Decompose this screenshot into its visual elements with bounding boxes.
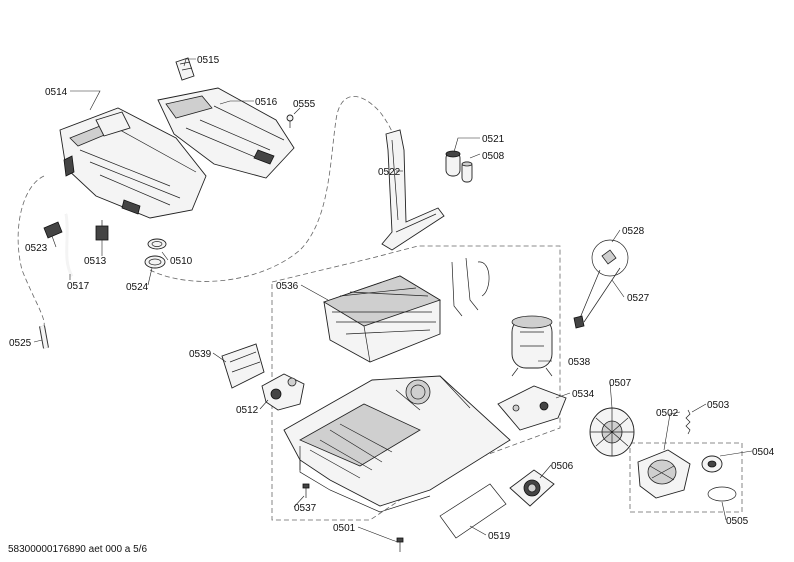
label-0510: 0510 [170,256,193,267]
label-0501: 0501 [333,523,356,534]
compressor-0538 [511,315,553,377]
label-0502: 0502 [656,408,679,419]
label-0539: 0539 [189,349,212,360]
label-0524: 0524 [126,282,149,293]
part-labels: 0514 0515 0516 0555 0521 0508 0522 0523 … [9,55,775,542]
screw-0501 [396,537,404,552]
capacitor-0508 [461,161,473,183]
impeller-0507 [589,407,635,457]
belt-0505 [707,486,737,502]
capacitor-0521 [445,150,461,177]
label-0513: 0513 [84,256,107,267]
label-0519: 0519 [488,531,511,542]
leader-lines [33,58,753,543]
motor-group-outline [629,442,743,513]
hose-0517 [64,213,74,277]
refrigerant-pipes [451,257,490,317]
label-0537: 0537 [294,503,317,514]
label-0527: 0527 [627,293,650,304]
label-0523: 0523 [25,243,48,254]
heat-exchanger-0536 [323,275,441,363]
hose-route-outline [17,96,399,327]
label-0508: 0508 [482,151,505,162]
detail-circle-0528 [573,239,629,329]
seal-ring-0524 [144,255,166,269]
diagram-reference-number: 58300000176890 aet 000 a 5/6 [8,544,148,555]
label-0517: 0517 [67,281,90,292]
label-0506: 0506 [551,461,574,472]
label-0505: 0505 [726,516,749,527]
air-duct-0522 [381,129,445,251]
clip-0523 [43,221,63,239]
fan-housing-0506 [509,469,555,507]
label-0512: 0512 [236,405,259,416]
spring-0503 [685,409,691,435]
gasket-0519 [439,483,507,539]
label-0538: 0538 [568,357,591,368]
pulley-0504 [701,455,723,473]
mounting-plate-0534 [497,385,567,431]
sensor-0513 [95,220,109,241]
small-cover-part [175,57,195,81]
small-screw-0555 [286,114,294,128]
pump-0512 [261,373,305,411]
label-0536: 0536 [276,281,299,292]
screw-0537 [302,483,310,498]
motor-0502 [637,449,691,499]
base-group-outline [271,245,561,521]
top-duct-cover [157,87,295,179]
base-frame-0501 [283,375,511,513]
label-0503: 0503 [707,400,730,411]
label-0507: 0507 [609,378,632,389]
label-0521: 0521 [482,134,505,145]
label-0515: 0515 [197,55,220,66]
label-0555: 0555 [293,99,316,110]
label-0504: 0504 [752,447,775,458]
hose-0525 [39,325,49,349]
label-0514: 0514 [45,87,68,98]
water-container-housing [59,107,207,219]
seal-ring-0510 [147,238,167,250]
label-0534: 0534 [572,389,595,400]
bracket-0539 [221,343,265,389]
label-0516: 0516 [255,97,278,108]
label-0528: 0528 [622,226,645,237]
label-0525: 0525 [9,338,32,349]
label-0522: 0522 [378,167,401,178]
